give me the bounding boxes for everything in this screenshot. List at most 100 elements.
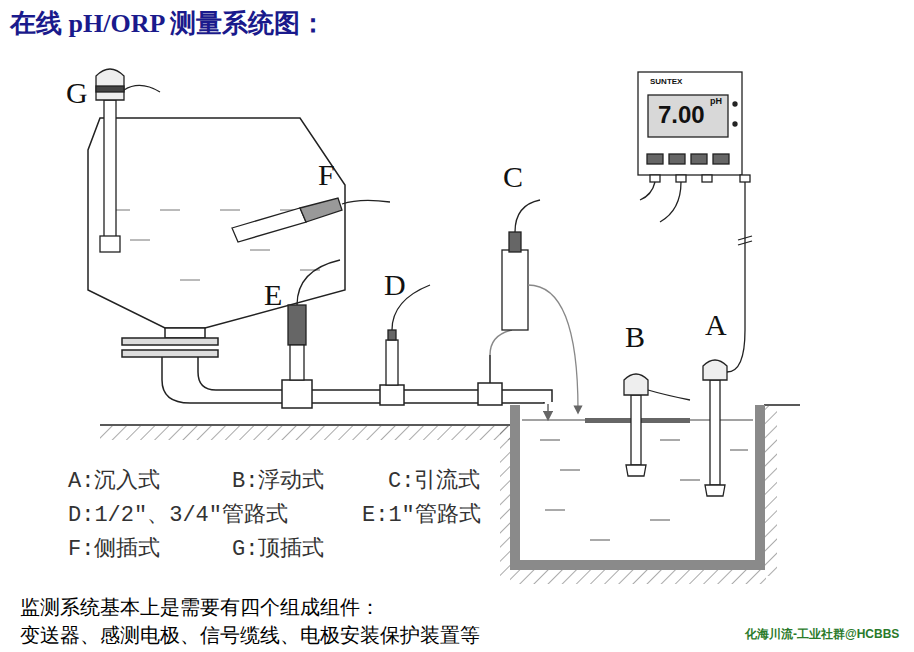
drawing-rect (638, 72, 742, 175)
drawing-line (160, 210, 180, 211)
drawing-path (232, 208, 306, 242)
drawing-line (680, 480, 700, 481)
electrode-a (703, 182, 752, 496)
drawing-rect (122, 338, 218, 345)
drawing-rect (100, 236, 120, 252)
drawing-path (88, 118, 345, 328)
drawing-line (100, 424, 512, 426)
drawing-rect (478, 383, 502, 405)
legend-item: D:1/2″、3/4″管路式 (68, 504, 288, 528)
drawing-line (220, 210, 240, 211)
drawing-path (703, 360, 727, 380)
drawing-rect (100, 426, 510, 440)
drawing-line (130, 240, 150, 241)
drawing-path (705, 485, 725, 496)
drawing-rect (710, 380, 720, 485)
drawing-rect (122, 350, 218, 357)
drawing-rect (510, 568, 766, 584)
drawing-rect (386, 340, 398, 385)
drawing-path (626, 465, 646, 476)
drawing-rect (713, 154, 729, 164)
drawing-rect (500, 426, 510, 576)
note-text: 变送器、感测电极、信号缆线、电极安装保护装置等 (20, 624, 480, 646)
watermark: 化海川流-工业社群@HCBBS (745, 628, 899, 641)
drawing-circle (733, 122, 737, 126)
drawing-line (540, 440, 560, 441)
drawing-path (528, 285, 578, 410)
drawing-rect (647, 154, 663, 164)
drawing-line (547, 404, 549, 416)
drawing-rect (388, 330, 396, 340)
drawing-path (648, 390, 690, 400)
drawing-path (660, 182, 681, 222)
drawing-line (764, 404, 800, 406)
drawing-rect (702, 175, 712, 182)
drawing-rect (669, 154, 685, 164)
drawing-path (515, 200, 540, 232)
tank (88, 118, 345, 357)
drawing-rect (104, 100, 116, 240)
title: 在线 pH/ORP 测量系统图： (10, 10, 326, 39)
legend-item: B:浮动式 (232, 470, 324, 494)
drawing-rect (290, 345, 304, 380)
drawing-rect (509, 232, 521, 252)
brand-name: SUNTEX (650, 78, 682, 87)
callout-letter: D (384, 268, 406, 301)
electrode-e (288, 260, 340, 380)
callout-letter: C (503, 160, 523, 193)
electrode-b (624, 374, 690, 476)
callout-letter: E (264, 278, 282, 311)
flow-cell-c (502, 200, 578, 410)
drawing-path (490, 330, 512, 355)
drawing-rect (765, 406, 777, 576)
legend-item: E:1″管路式 (362, 504, 481, 528)
drawing-line (180, 280, 200, 281)
drawing-rect (691, 154, 707, 164)
drawing-rect (631, 395, 641, 465)
transmitter (638, 72, 750, 222)
drawing-rect (282, 380, 312, 408)
drawing-rect (288, 305, 306, 345)
drawing-rect (165, 328, 205, 338)
drawing-line (489, 355, 491, 383)
drawing-path (300, 198, 342, 222)
drawing-path (342, 200, 390, 204)
display-unit: pH (710, 97, 722, 107)
drawing-line (738, 241, 752, 245)
drawing-line (590, 540, 610, 541)
drawing-rect (650, 175, 660, 182)
drawing-line (545, 510, 565, 511)
drawing-rect (96, 86, 124, 92)
callout-letter: F (318, 158, 335, 191)
drawing-line (560, 470, 580, 471)
drawing-path (640, 182, 655, 200)
electrode-g (96, 69, 160, 252)
legend-item: F:侧插式 (68, 538, 160, 562)
display-reading: 7.00 (658, 102, 705, 128)
callout-letter: A (705, 308, 727, 341)
drawing-path (96, 69, 124, 100)
drawing-circle (733, 102, 737, 106)
drawing-line (250, 250, 270, 251)
drawing-rect (380, 385, 404, 405)
note-text: 监测系统基本上是需要有四个组成组件： (20, 596, 380, 618)
drawing-path (297, 260, 340, 305)
drawing-line (660, 440, 680, 441)
callout-letter: G (66, 76, 88, 109)
drawing-rect (676, 175, 686, 182)
drawing-rect (502, 250, 528, 330)
drawing-path (727, 182, 745, 372)
legend-item: A:沉入式 (68, 470, 160, 494)
ground (100, 405, 800, 584)
electrode-f (232, 198, 390, 242)
callout-letter: B (625, 320, 645, 353)
drawing-path (624, 374, 648, 395)
legend-item: G:顶插式 (232, 538, 324, 562)
drawing-line (738, 236, 752, 240)
drawing-rect (740, 175, 750, 182)
drawing-path (124, 85, 160, 92)
pipe (162, 330, 552, 416)
drawing-rect (648, 95, 728, 137)
drawing-line (650, 520, 670, 521)
